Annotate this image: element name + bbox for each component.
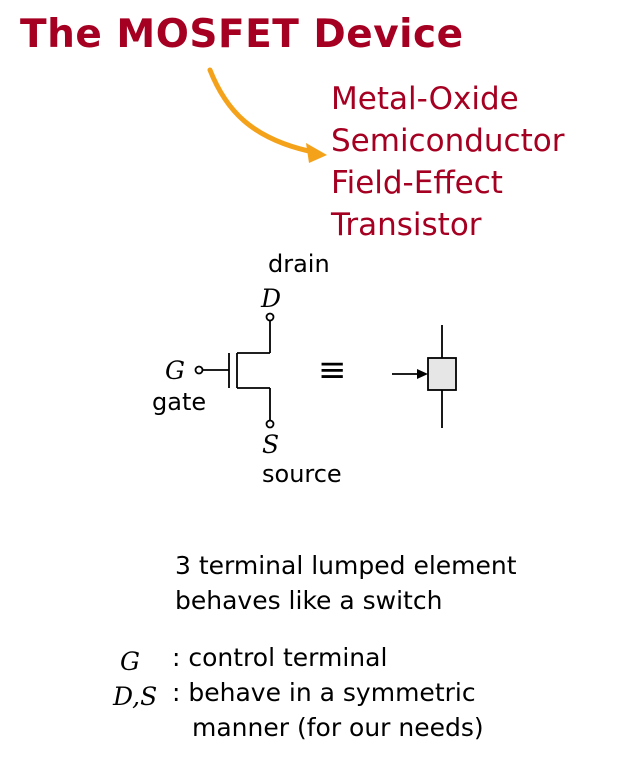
source-terminal-letter: S: [262, 430, 280, 459]
equivalence-sign: ≡: [318, 350, 347, 390]
ds-symbol: D,S: [113, 682, 158, 711]
drain-terminal-dot: [265, 312, 275, 322]
switch-equivalent: [392, 325, 457, 428]
acronym-line: Transistor: [331, 207, 482, 243]
source-label: source: [262, 460, 342, 488]
description: 3 terminal lumped element behaves like a…: [175, 548, 517, 618]
gate-label: gate: [152, 388, 207, 416]
pointer-arrow-head: [306, 143, 327, 163]
acronym-expansion: Metal-Oxide Semiconductor Field-Effect T…: [331, 78, 564, 246]
acronym-line: Field-Effect: [331, 165, 503, 201]
mosfet-symbol: [194, 312, 275, 429]
source-terminal-dot: [265, 419, 275, 429]
description-line: behaves like a switch: [175, 586, 443, 615]
pointer-arrow-curve: [207, 67, 321, 156]
g-symbol: G: [120, 647, 140, 676]
ds-definition-line2: manner (for our needs): [192, 713, 484, 742]
drain-label: drain: [268, 250, 330, 278]
switch-box: [427, 357, 457, 391]
control-arrow-head: [417, 369, 428, 379]
gate-terminal-dot: [194, 365, 204, 375]
page-title: The MOSFET Device: [20, 12, 464, 57]
ds-definition-line1: : behave in a symmetric: [172, 678, 476, 707]
g-definition: : control terminal: [172, 643, 388, 672]
acronym-line: Metal-Oxide: [331, 81, 519, 117]
description-line: 3 terminal lumped element: [175, 551, 517, 580]
drain-terminal-letter: D: [261, 284, 282, 313]
acronym-line: Semiconductor: [331, 123, 565, 159]
gate-terminal-letter: G: [165, 356, 185, 385]
